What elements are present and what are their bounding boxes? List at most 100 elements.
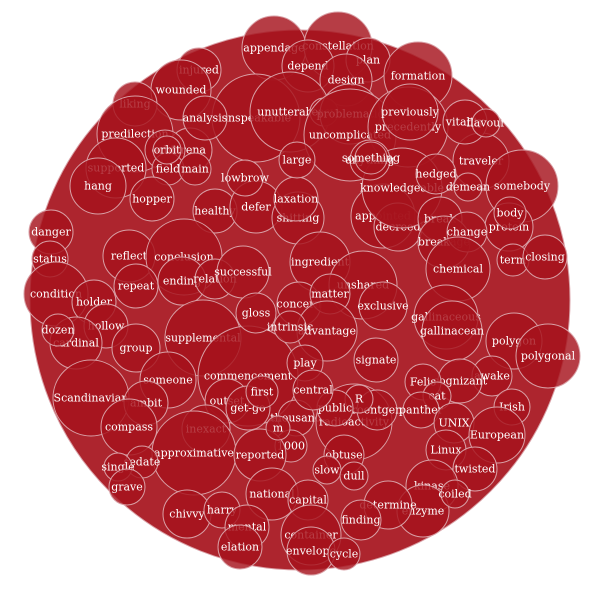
bubble-label: repeat [118, 280, 155, 293]
bubble-label: play [293, 357, 317, 370]
bubble-label: polygonal [521, 350, 576, 363]
bubble-circle [41, 313, 75, 347]
bubble-previously[interactable]: previously [381, 83, 440, 141]
bubble-coiled[interactable]: coiled [438, 479, 472, 509]
bubble-label: large [283, 154, 312, 167]
bubble-label: change [447, 226, 487, 239]
bubble-circle [278, 141, 316, 179]
bubble-label: European [470, 429, 524, 442]
bubble-label: Scandinavian [54, 392, 129, 405]
bubble-label: unutterable [257, 106, 323, 119]
bubble-label: formation [391, 70, 446, 83]
bubble-body[interactable]: body [493, 196, 527, 230]
bubble-circle [245, 375, 279, 409]
bubble-exclusive[interactable]: exclusive [357, 281, 409, 331]
bubble-circle [415, 153, 457, 195]
bubble-label: envelope [286, 545, 336, 558]
bubble-circle [113, 263, 159, 309]
bubble-label: previously [381, 106, 439, 119]
bubble-circle [292, 369, 334, 411]
bubble-label: Linux [430, 444, 462, 457]
bubble-chivvy[interactable]: chivvy [162, 489, 212, 539]
bubble-label: enzyme [402, 505, 445, 518]
bubble-label: dozen [41, 324, 74, 337]
bubble-circle [108, 468, 146, 506]
bubble-compass[interactable]: compass [100, 398, 158, 456]
bubble-label: term [500, 254, 527, 267]
bubble-successful[interactable]: successful [214, 245, 272, 299]
bubble-envelope[interactable]: envelope [286, 526, 336, 576]
bubble-awake[interactable]: awake [471, 355, 513, 397]
bubble-gloss[interactable]: gloss [235, 292, 277, 334]
bubble-large[interactable]: large [278, 141, 316, 179]
bubble-cycle[interactable]: cycle [327, 537, 361, 571]
bubble-analysis[interactable]: analysis [182, 95, 228, 141]
bubble-label: cycle [330, 548, 359, 561]
bubble-m[interactable]: m [265, 415, 291, 441]
bubble-laxation[interactable]: laxation [273, 176, 319, 222]
bubble-condition[interactable]: condition [23, 261, 89, 327]
bubble-polygonal[interactable]: polygonal [515, 323, 581, 389]
bubble-circle [327, 537, 361, 571]
bubble-label: defer [241, 201, 271, 214]
bubble-flavour[interactable]: flavour [466, 108, 506, 138]
bubble-hopper[interactable]: hopper [129, 176, 175, 222]
bubble-danger[interactable]: danger [28, 209, 74, 255]
bubble-label: hang [84, 180, 112, 193]
bubble-signate[interactable]: signate [353, 337, 399, 383]
bubble-hang[interactable]: hang [69, 157, 127, 215]
bubble-circle [339, 461, 369, 491]
bubble-slow[interactable]: slow [312, 455, 342, 485]
bubble-finding[interactable]: finding [340, 499, 382, 541]
bubble-label: design [328, 74, 365, 87]
bubble-label: panther [399, 404, 444, 417]
bubble-repeat[interactable]: repeat [113, 263, 159, 309]
bubble-label: orbit [154, 144, 181, 157]
bubble-lowbrow[interactable]: lowbrow [221, 159, 270, 197]
bubble-main[interactable]: main [178, 152, 212, 186]
bubble-circle [471, 108, 501, 138]
bubble-circle [452, 446, 498, 492]
bubble-closing[interactable]: closing [522, 234, 568, 280]
bubble-label: hopper [132, 193, 172, 206]
bubble-label: group [119, 342, 152, 355]
bubble-demean[interactable]: demean [446, 172, 490, 202]
bubble-label: twisted [455, 463, 496, 476]
bubble-circle [381, 83, 439, 141]
bubble-dull[interactable]: dull [339, 461, 369, 491]
bubble-twisted[interactable]: twisted [452, 446, 498, 492]
bubble-circle [522, 234, 568, 280]
bubble-dozen[interactable]: dozen [41, 313, 75, 347]
bubble-sedate[interactable]: sedate [124, 445, 161, 479]
bubble-hedged[interactable]: hedged [415, 153, 457, 195]
bubble-elation[interactable]: elation [217, 524, 263, 570]
bubble-label: matter [311, 288, 349, 301]
bubble-label: depend [287, 60, 328, 73]
bubble-circle [235, 292, 277, 334]
bubble-gallinacean[interactable]: gallinacean [420, 300, 484, 362]
bubble-label: laxation [274, 193, 318, 206]
bubble-label: closing [525, 251, 565, 264]
bubble-label: ending [163, 275, 201, 288]
bubble-intrinsic[interactable]: intrinsic [267, 310, 313, 344]
bubble-circle [440, 479, 470, 509]
bubble-panther[interactable]: panther [399, 391, 444, 429]
bubble-label: capital [289, 494, 327, 507]
bubble-label: condition [30, 288, 82, 301]
bubble-label: something [342, 152, 400, 165]
bubble-orbit[interactable]: orbit [152, 135, 182, 165]
bubble-healthy[interactable]: healthy [192, 188, 238, 234]
bubble-circle [152, 135, 182, 165]
bubble-national[interactable]: national [245, 467, 299, 521]
bubble-approximative[interactable]: approximative [151, 410, 237, 496]
bubble-label: R [355, 393, 364, 406]
bubble-label: advantage [298, 325, 356, 338]
bubble-circle [273, 310, 307, 344]
bubble-grave[interactable]: grave [108, 468, 146, 506]
bubble-something[interactable]: something [342, 141, 400, 175]
bubble-first[interactable]: first [245, 375, 279, 409]
bubble-label: somebody [494, 180, 551, 193]
bubble-central[interactable]: central [292, 369, 334, 411]
